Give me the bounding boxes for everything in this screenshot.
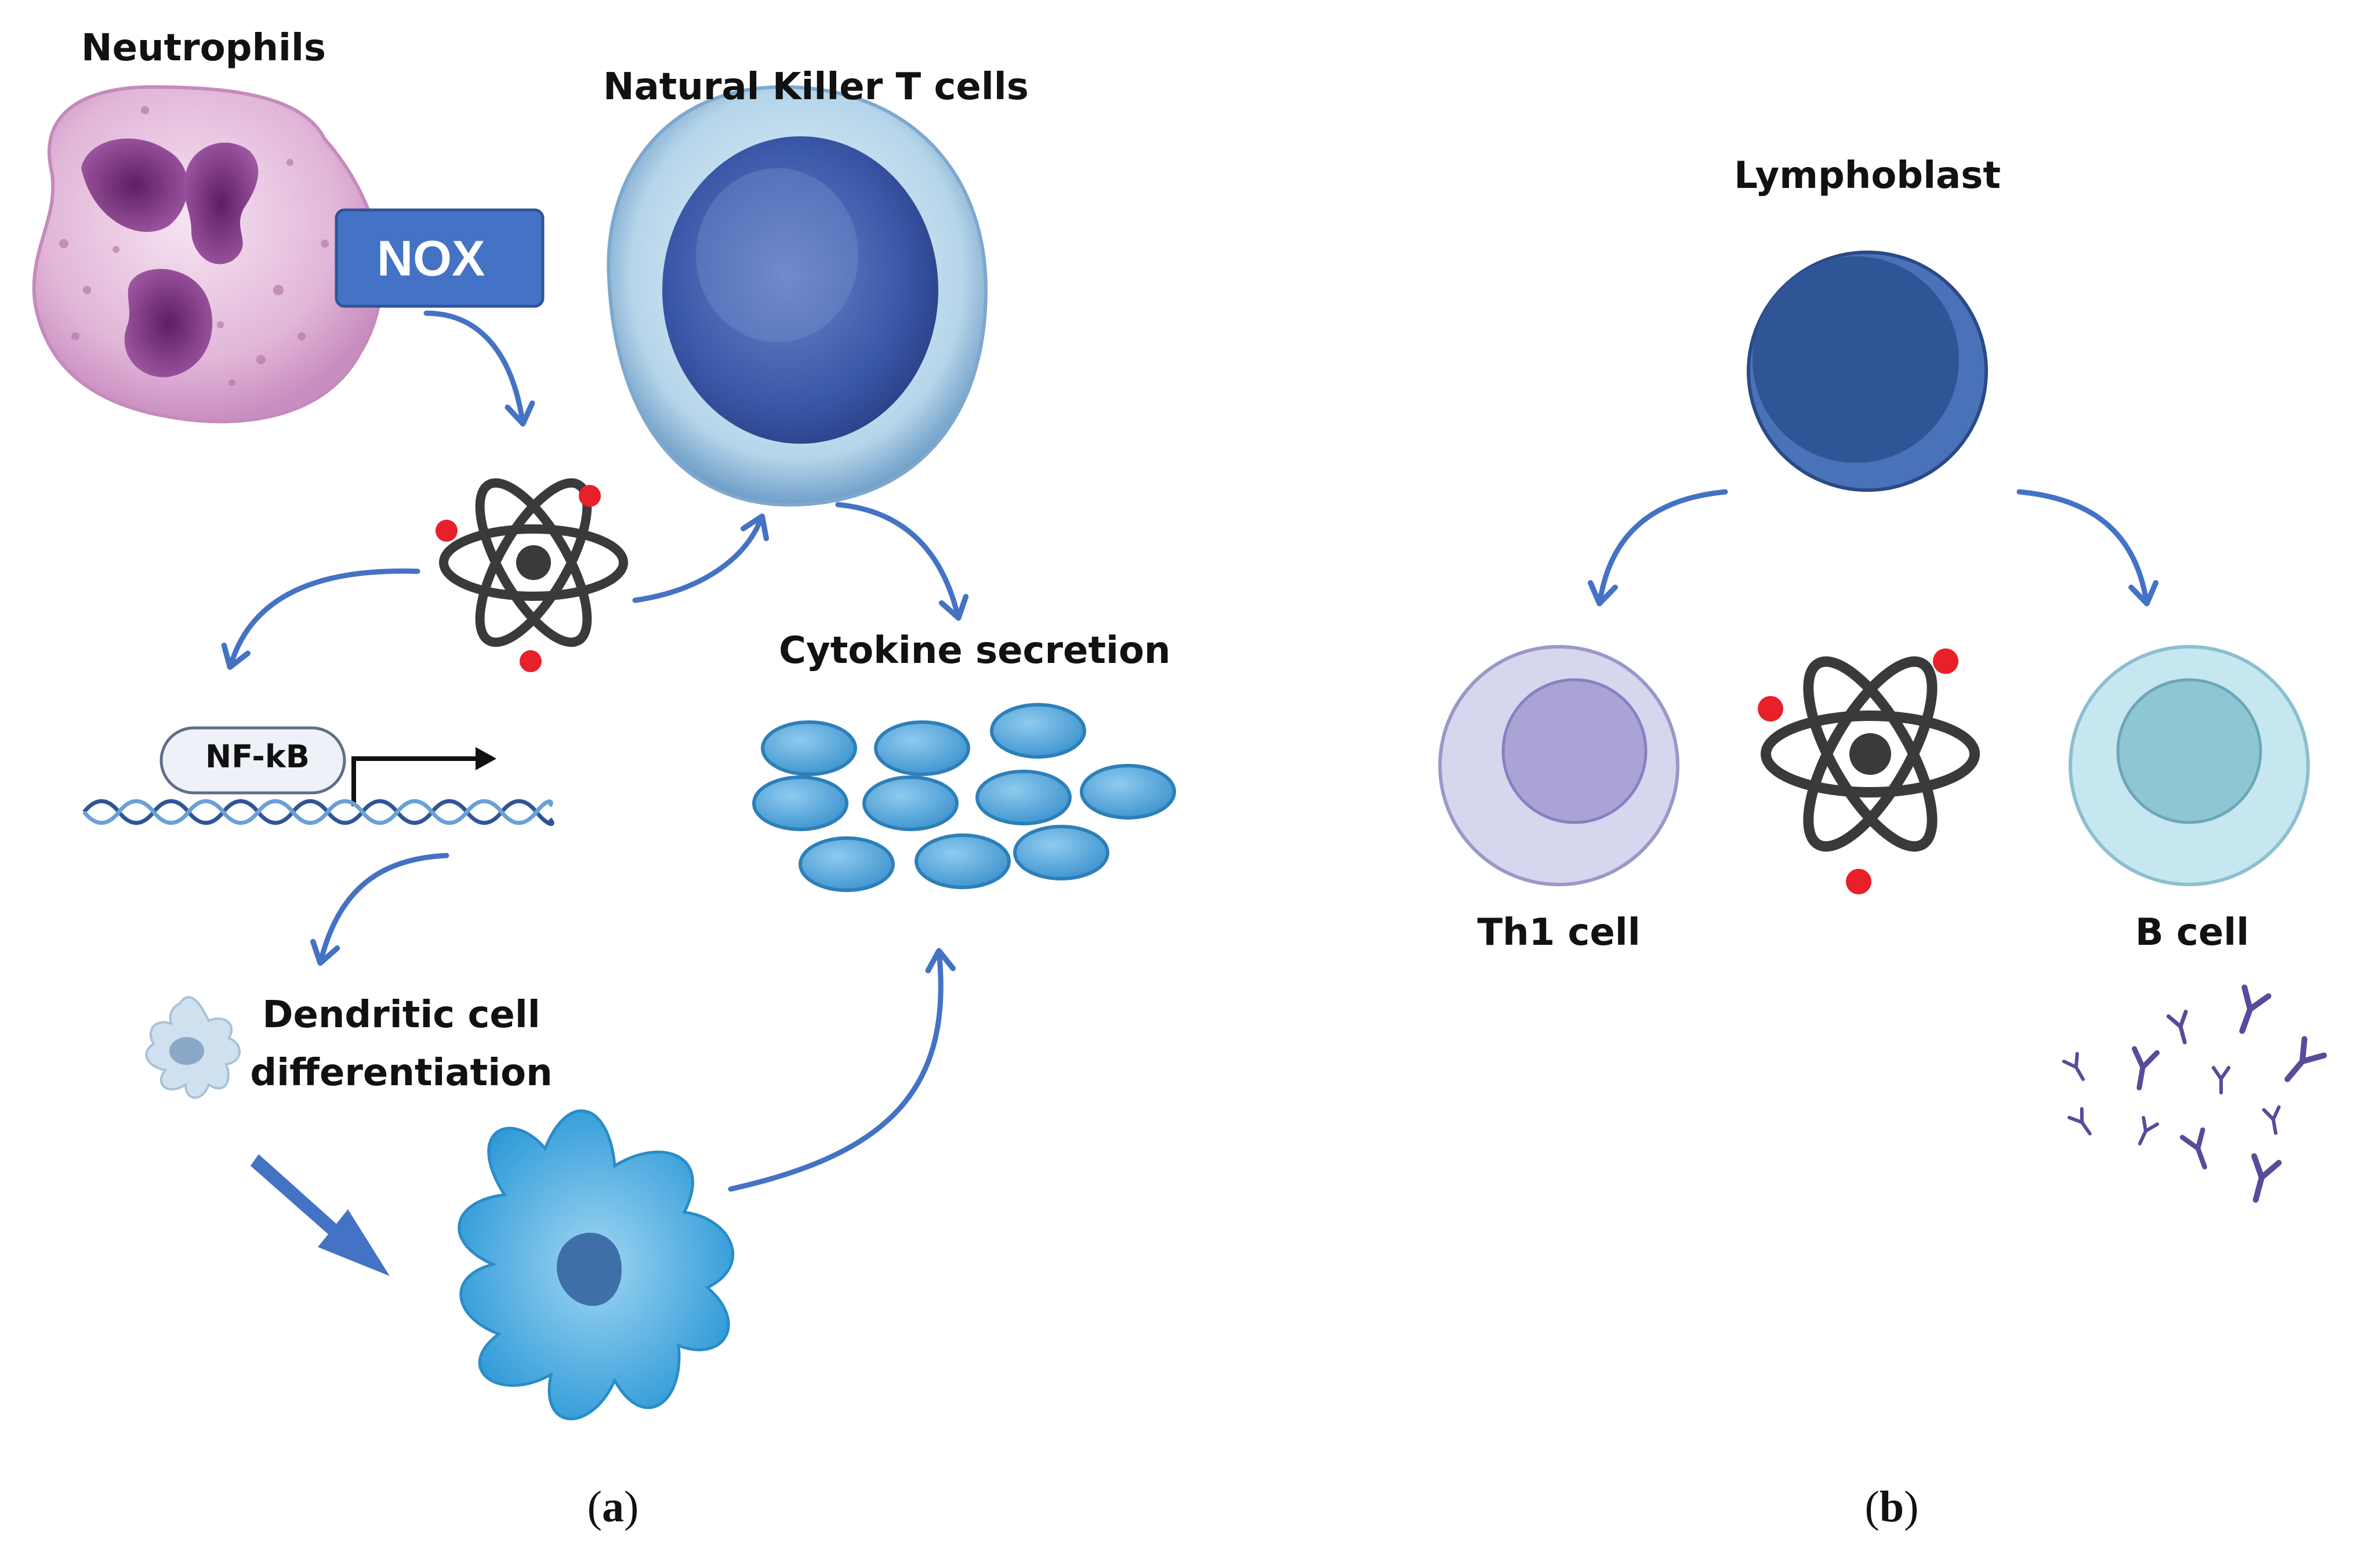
arrow-dna-to-dendritic <box>310 853 449 966</box>
neutrophils-label: Neutrophils <box>81 27 326 70</box>
caption-a-letter: a <box>602 1482 624 1531</box>
neutrophil-cell-icon <box>32 85 383 423</box>
nkt-cell-icon <box>607 85 988 507</box>
atom-icon <box>1758 648 1980 894</box>
differentiation-arrow-icon <box>251 1154 390 1276</box>
nox-box <box>335 208 545 308</box>
th1-label: Th1 cell <box>1477 911 1641 954</box>
dna-icon <box>82 799 554 827</box>
caption-a: (a) <box>587 1482 639 1531</box>
panel-a-arrows <box>221 310 969 1192</box>
caption-b: (b) <box>1864 1482 1919 1531</box>
atom-icon <box>436 478 628 672</box>
arrow-dendritic-to-cytokine <box>728 948 956 1192</box>
panel-b-arrows <box>1587 489 2159 607</box>
nfkb-label: NF-kB <box>205 738 310 775</box>
arrow-atom-to-nkt <box>632 513 770 603</box>
lymphoblast-label: Lymphoblast <box>1734 154 2001 197</box>
transcription-arrow-icon <box>351 756 476 806</box>
b-cell-icon <box>2069 645 2310 886</box>
caption-b-letter: b <box>1879 1482 1904 1531</box>
arrow-nkt-to-cytokine <box>835 502 969 621</box>
cytokine-icon <box>752 703 1176 892</box>
bcell-label: B cell <box>2135 911 2250 954</box>
dendritic-cell-icon <box>458 1109 734 1420</box>
cytokine-label: Cytokine secretion <box>779 629 1171 672</box>
lymphoblast-cell-icon <box>1747 251 1988 492</box>
nfkb-box <box>159 726 346 795</box>
dendritic-label-line2: differentiation <box>250 1052 553 1094</box>
dendritic-label-line1: Dendritic cell <box>262 994 540 1036</box>
arrow-atom-to-nfkb <box>221 568 420 670</box>
nox-label: NOX <box>377 231 485 287</box>
arrow-lymphoblast-to-bcell <box>2016 489 2159 607</box>
arrow-nox-to-atom <box>423 310 535 427</box>
transcription-arrowhead <box>476 747 496 770</box>
arrow-lymphoblast-to-th1 <box>1587 489 1728 607</box>
immature-dendritic-cell-icon <box>145 996 241 1099</box>
th1-cell-icon <box>1438 645 1679 886</box>
nkt-label: Natural Killer T cells <box>603 66 1029 108</box>
antibody-icon <box>2062 984 2327 1203</box>
